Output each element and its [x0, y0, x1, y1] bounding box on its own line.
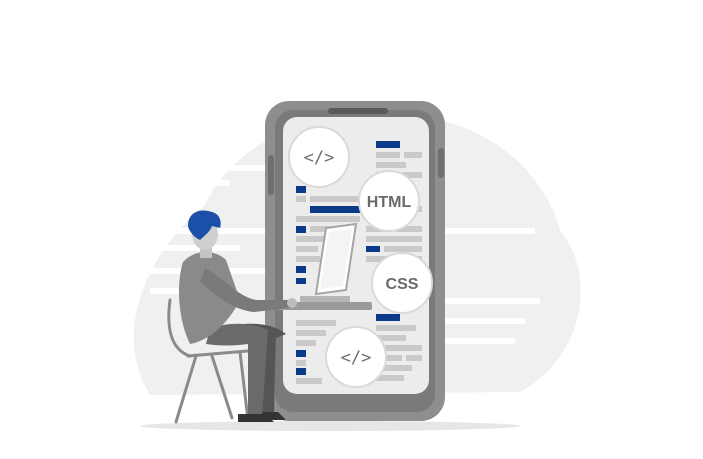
laptop: [276, 222, 372, 310]
css-badge: CSS: [371, 252, 433, 314]
floor-shadow: [140, 421, 520, 431]
code-badge-top: </>: [288, 126, 350, 188]
chair: [167, 298, 262, 424]
phone-speaker: [328, 108, 388, 114]
person: [178, 210, 297, 422]
desk: [276, 302, 372, 310]
code-icon: </>: [341, 348, 372, 368]
code-badge-bottom: </>: [325, 326, 387, 388]
html-badge: HTML: [358, 170, 420, 232]
code-icon: </>: [304, 148, 335, 168]
css-badge-icon: CSS: [386, 276, 419, 293]
html-badge-icon: HTML: [367, 194, 412, 211]
hair: [188, 210, 221, 240]
